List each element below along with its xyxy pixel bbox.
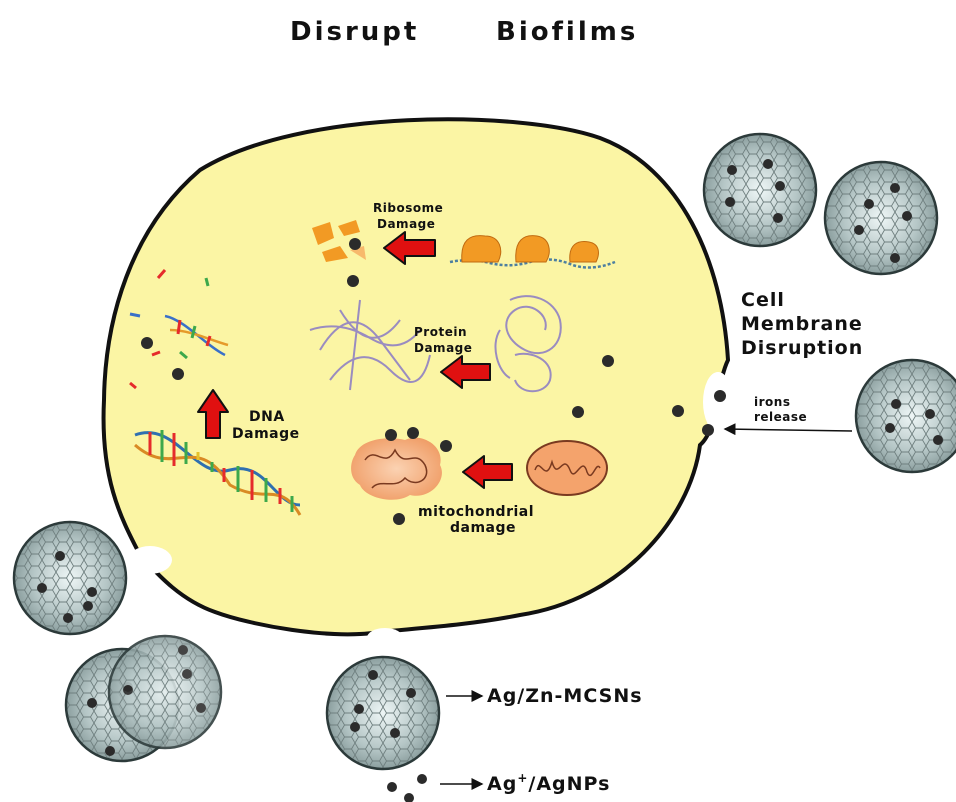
label-membrane-line3: Disruption (741, 337, 863, 359)
label-dna-line2: Damage (232, 426, 300, 442)
nanoparticle-top-left (704, 134, 816, 246)
nanoparticle-top-right (825, 162, 937, 274)
title-word-disrupt: Disrupt (290, 17, 419, 47)
nanoparticle-legend (327, 657, 439, 769)
legend-agnp-suffix: /AgNPs (528, 773, 610, 795)
label-membrane-line2: Membrane (741, 313, 863, 335)
label-protein-line1: Protein (414, 325, 467, 339)
legend-agnp-superscript: + (517, 771, 528, 785)
legend-agnp-prefix: Ag (487, 773, 517, 795)
label-protein-line2: Damage (414, 341, 472, 355)
legend-silver-dots (387, 774, 427, 802)
label-membrane-line1: Cell (741, 289, 785, 311)
nanoparticle-right (856, 360, 956, 472)
label-mito-line1: mitochondrial (418, 504, 534, 520)
label-mito-line2: damage (450, 520, 516, 536)
membrane-rupture-left (128, 546, 172, 574)
membrane-rupture-right (703, 372, 733, 432)
legend-label-agnp: Ag+/AgNPs (487, 771, 610, 795)
label-irons-line1: irons (754, 395, 790, 409)
membrane-rupture-bottom (367, 628, 403, 648)
nanoparticle-bottom-left (14, 522, 126, 634)
title-word-biofilms: Biofilms (496, 17, 638, 47)
nanoparticle-overlap-right (109, 636, 221, 748)
label-ribosome-line2: Damage (377, 217, 435, 231)
legend-label-mcsn: Ag/Zn-MCSNs (487, 685, 643, 707)
cell-cytoplasm (104, 119, 728, 634)
label-ribosome-line1: Ribosome (373, 201, 443, 215)
label-irons-line2: release (754, 410, 807, 424)
damaged-mitochondrion (351, 438, 442, 500)
healthy-mitochondrion (527, 441, 607, 495)
irons-release-arrow (725, 429, 852, 431)
bacterial-cell (104, 119, 733, 648)
label-dna-line1: DNA (249, 409, 285, 425)
